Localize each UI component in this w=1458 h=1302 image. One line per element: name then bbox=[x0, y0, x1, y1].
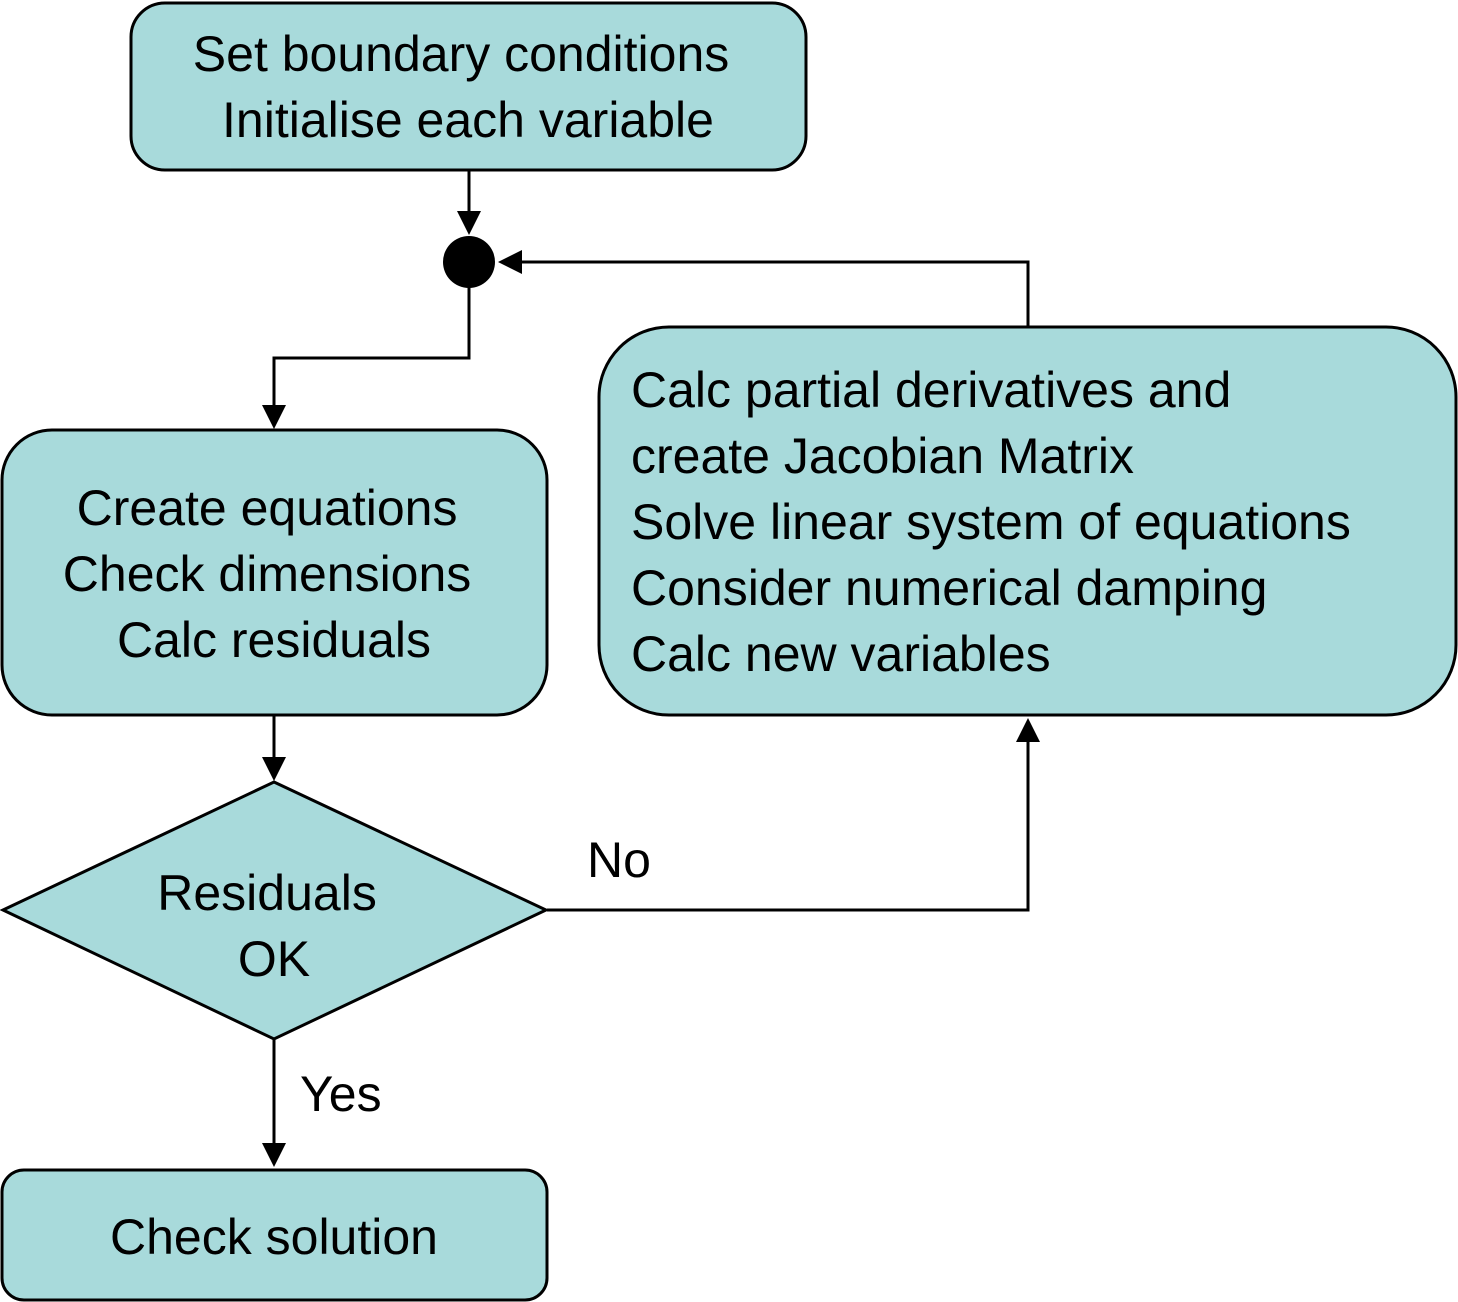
node-equations: Create equations Check dimensions Calc r… bbox=[0, 428, 549, 717]
node-newton-box bbox=[597, 325, 1458, 717]
node-init-text: Set boundary conditions Initialise each … bbox=[193, 26, 743, 148]
node-decision: Residuals OK bbox=[0, 780, 550, 1041]
node-equations-line: Check dimensions bbox=[63, 546, 472, 602]
edge-newton-to-junction bbox=[520, 260, 1030, 326]
node-newton-line: Consider numerical damping bbox=[631, 560, 1267, 616]
node-newton-text: Calc partial derivatives and create Jaco… bbox=[631, 362, 1365, 682]
node-check-text: Check solution bbox=[110, 1209, 438, 1265]
node-check-line: Check solution bbox=[110, 1209, 438, 1265]
arrowhead-into-equations bbox=[262, 405, 286, 429]
node-equations-line: Create equations bbox=[77, 480, 458, 536]
node-check: Check solution bbox=[0, 1168, 549, 1302]
node-init-box bbox=[129, 1, 808, 172]
arrowhead-into-newton bbox=[1016, 718, 1040, 742]
edge-label-no: No bbox=[587, 832, 651, 888]
arrowhead-into-junction bbox=[457, 211, 481, 235]
node-decision-line: OK bbox=[238, 931, 310, 987]
node-equations-box bbox=[0, 428, 549, 717]
node-equations-text: Create equations Check dimensions Calc r… bbox=[63, 480, 485, 668]
node-decision-diamond bbox=[0, 780, 550, 1041]
node-init: Set boundary conditions Initialise each … bbox=[129, 1, 808, 172]
edge-decision-no-to-newton bbox=[547, 740, 1030, 912]
node-newton-line: Calc partial derivatives and bbox=[631, 362, 1231, 418]
node-decision-text: Residuals OK bbox=[157, 865, 390, 987]
node-check-box bbox=[0, 1168, 549, 1302]
node-equations-line: Calc residuals bbox=[117, 612, 431, 668]
node-newton-line: Calc new variables bbox=[631, 626, 1051, 682]
connectors bbox=[262, 171, 1040, 1167]
arrowhead-loop-into-junction bbox=[498, 250, 522, 274]
node-newton: Calc partial derivatives and create Jaco… bbox=[597, 325, 1458, 717]
merge-junction bbox=[443, 236, 495, 288]
node-newton-line: create Jacobian Matrix bbox=[631, 428, 1134, 484]
arrowhead-into-decision bbox=[262, 757, 286, 781]
node-init-line: Initialise each variable bbox=[222, 92, 714, 148]
node-decision-line: Residuals bbox=[157, 865, 377, 921]
node-newton-line: Solve linear system of equations bbox=[631, 494, 1351, 550]
edge-label-yes: Yes bbox=[300, 1066, 382, 1122]
edge-junction-to-equations bbox=[272, 287, 471, 409]
node-init-line: Set boundary conditions bbox=[193, 26, 729, 82]
arrowhead-into-check bbox=[262, 1143, 286, 1167]
